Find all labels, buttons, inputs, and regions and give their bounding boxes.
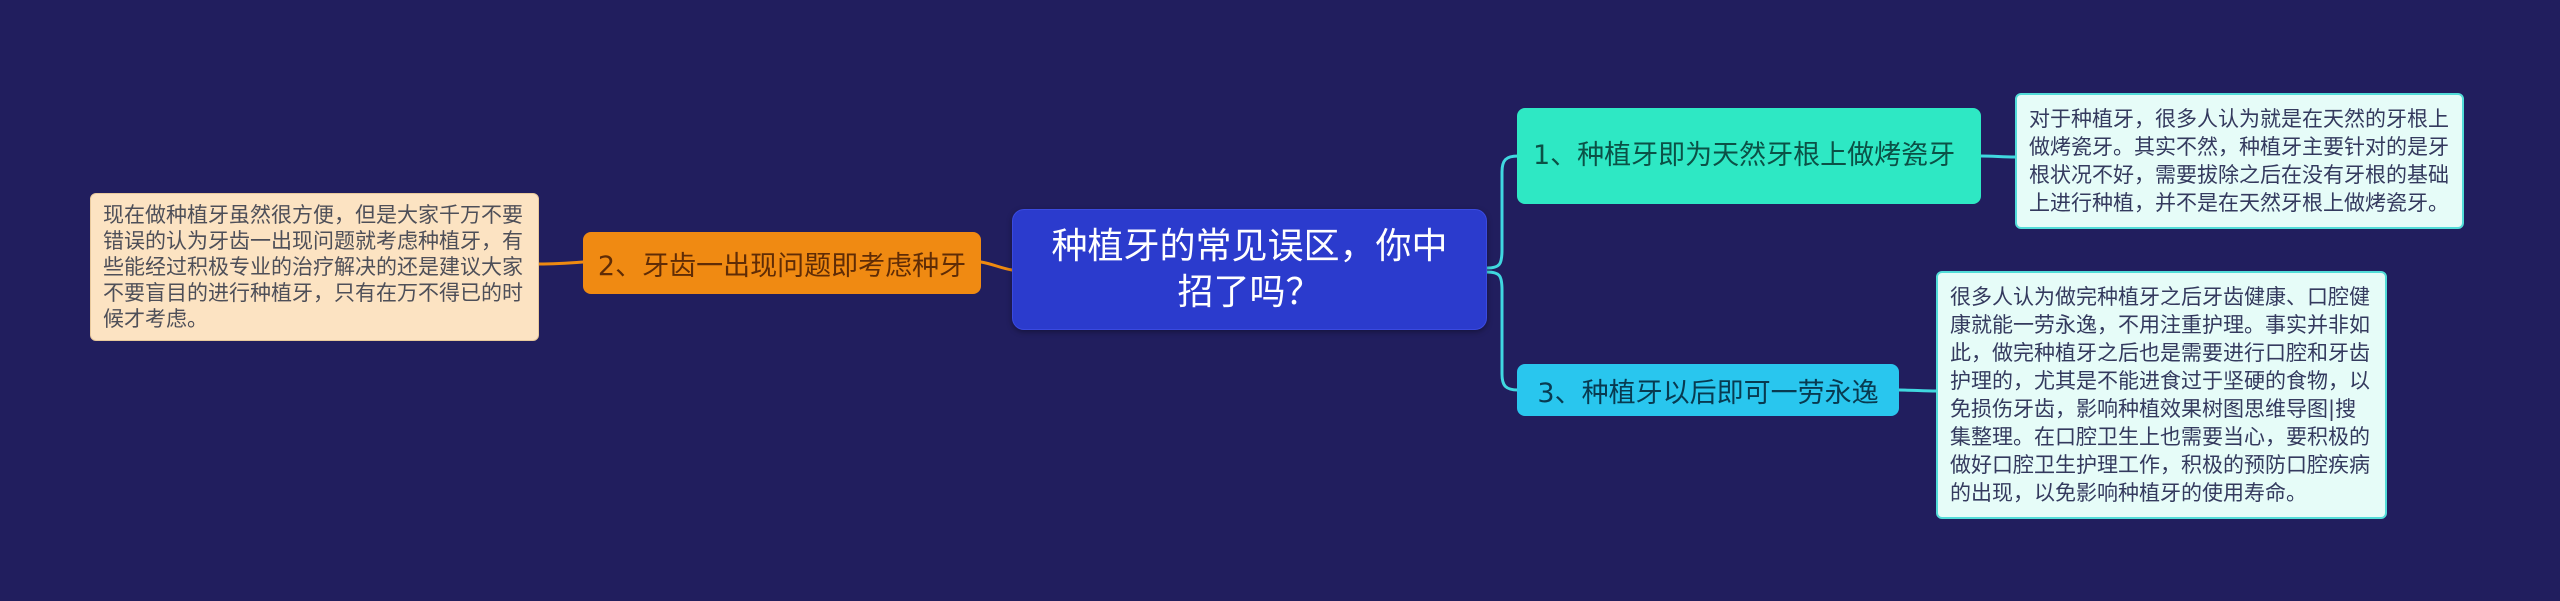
root-node[interactable]: 种植牙的常见误区，你中招了吗？ — [1012, 209, 1487, 330]
connector-branch3-note — [1897, 388, 1938, 393]
connector-branch1-note — [1979, 154, 2017, 159]
connector-branch2-note — [537, 260, 585, 266]
branch-node-2[interactable]: 2、牙齿一出现问题即考虑种牙 — [583, 232, 981, 294]
connector-root-branch1 — [1485, 154, 1520, 270]
note-branch2[interactable]: 现在做种植牙虽然很方便，但是大家千万不要错误的认为牙齿一出现问题就考虑种植牙，有… — [90, 193, 539, 341]
connector-root-branch2 — [979, 260, 1014, 272]
connector-root-branch3 — [1485, 270, 1520, 392]
branch-node-3[interactable]: 3、种植牙以后即可一劳永逸 — [1517, 364, 1899, 416]
branch-node-1[interactable]: 1、种植牙即为天然牙根上做烤瓷牙 — [1517, 108, 1981, 204]
note-branch1[interactable]: 对于种植牙，很多人认为就是在天然的牙根上做烤瓷牙。其实不然，种植牙主要针对的是牙… — [2015, 93, 2464, 229]
note-branch3[interactable]: 很多人认为做完种植牙之后牙齿健康、口腔健康就能一劳永逸，不用注重护理。事实并非如… — [1936, 271, 2387, 519]
